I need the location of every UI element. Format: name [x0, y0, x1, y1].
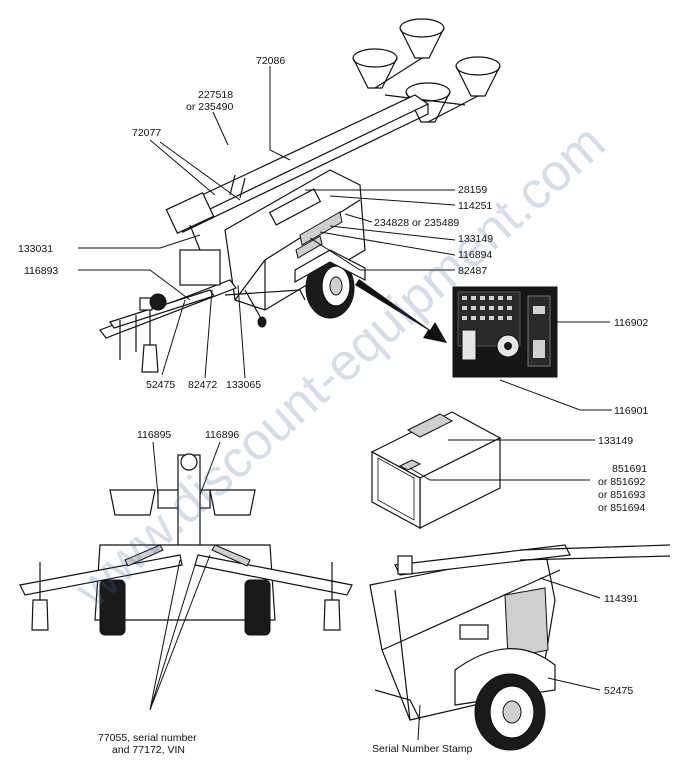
label-116896: 116896 — [205, 429, 239, 441]
label-82472: 82472 — [188, 379, 217, 391]
label-116902: 116902 — [614, 317, 648, 329]
label-114251: 114251 — [458, 200, 492, 212]
label-133149-box: 133149 — [598, 435, 633, 447]
part-labels: 72086 227518 or 235490 72077 28159 11425… — [18, 55, 648, 756]
label-72077: 72077 — [132, 127, 161, 139]
label-133031: 133031 — [18, 243, 53, 255]
label-133065: 133065 — [226, 379, 261, 391]
enclosure — [224, 169, 366, 311]
trailer-tongue — [99, 224, 306, 373]
label-227518: 227518 — [198, 89, 233, 101]
side-view-drawing — [369, 544, 671, 751]
control-panel-inset — [452, 286, 558, 378]
leader-lines — [78, 66, 612, 741]
label-or-851692: or 851692 — [598, 476, 645, 488]
label-serial-number-stamp: Serial Number Stamp — [372, 743, 473, 755]
label-72086: 72086 — [256, 55, 285, 67]
label-or-851694: or 851694 — [598, 502, 645, 514]
label-82487: 82487 — [458, 265, 487, 277]
label-52475-top: 52475 — [146, 379, 175, 391]
label-116893: 116893 — [24, 265, 58, 277]
mast — [165, 94, 430, 235]
label-133149-top: 133149 — [458, 233, 493, 245]
rear-view-drawing — [19, 453, 353, 636]
enclosure-box-drawing — [370, 411, 502, 530]
label-234828: 234828 or 235489 — [374, 217, 459, 229]
label-851691: 851691 — [612, 463, 647, 475]
trailer-wheel — [294, 249, 366, 319]
label-or-851693: or 851693 — [598, 489, 645, 501]
label-116894: 116894 — [458, 249, 492, 261]
label-116895: 116895 — [137, 429, 171, 441]
label-52475-side: 52475 — [604, 685, 633, 697]
label-serial-number-line1: 77055, serial number — [98, 732, 197, 744]
label-serial-number-line2: and 77172, VIN — [112, 744, 185, 756]
light-tower-trailer-drawing — [99, 18, 501, 373]
lamp-heads — [352, 18, 501, 123]
label-116901: 116901 — [614, 405, 648, 417]
inset-arrow — [355, 279, 447, 343]
label-28159: 28159 — [458, 184, 487, 196]
label-or-235490: or 235490 — [186, 101, 233, 113]
label-114391: 114391 — [604, 593, 638, 605]
